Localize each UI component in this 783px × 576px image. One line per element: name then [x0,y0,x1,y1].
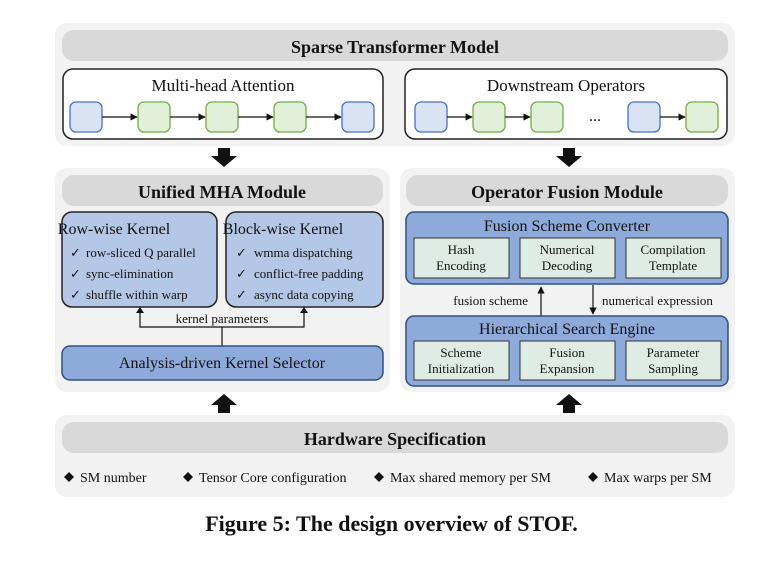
diamond-icon-2 [183,472,193,482]
fusion-scheme-converter-title: Fusion Scheme Converter [484,218,651,235]
kernel-parameters-connector [139,311,305,346]
ds-node-blue-1 [414,101,448,133]
mha-node-green-3 [273,101,307,133]
hardware-items: SM number Tensor Core configuration Max … [64,471,712,486]
ds-node-green-3 [685,101,719,133]
row-check-3: ✓ [70,287,81,302]
row-wise-kernel-title: Row-wise Kernel [58,221,171,238]
block-item-1: wmma dispatching [254,245,353,260]
fusion-expansion-line1: Fusion [549,345,585,360]
mha-node-green-2 [205,101,239,133]
row-check-2: ✓ [70,266,81,281]
row-item-1: row-sliced Q parallel [86,245,196,260]
search-sub-boxes: Scheme Initialization Fusion Expansion P… [413,340,722,381]
row-item-3: shuffle within warp [86,287,188,302]
fusion-expansion-line2: Expansion [540,361,595,376]
hardware-header [62,422,728,453]
ds-node-green-2 [530,101,564,133]
block-wise-kernel-title: Block-wise Kernel [223,221,344,238]
hash-encoding-box [413,237,510,279]
sparse-transformer-header [62,30,728,61]
parameter-sampling-line1: Parameter [647,345,700,360]
hardware-item-3: Max shared memory per SM [390,471,552,486]
down-arrow-right [556,148,582,167]
hardware-item-2: Tensor Core configuration [199,471,347,486]
kernel-parameters-arrowhead-left [136,307,144,313]
hash-encoding-line1: Hash [448,242,475,257]
parameter-sampling-line2: Sampling [648,361,698,376]
fusion-expansion-box [519,340,616,381]
kernel-selector-box [61,345,384,381]
scheme-initialization-line2: Initialization [428,361,495,376]
up-arrow-left [211,394,237,413]
converter-sub-boxes: Hash Encoding Numerical Decoding Compila… [413,237,722,279]
hierarchical-search-engine-title: Hierarchical Search Engine [479,321,655,338]
mha-node-blue-2 [341,101,375,133]
diamond-icon-3 [374,472,384,482]
row-check-1: ✓ [70,245,81,260]
compilation-template-box [625,237,722,279]
block-item-3: async data copying [254,287,354,302]
scheme-initialization-line1: Scheme [440,345,481,360]
block-item-2: conflict-free padding [254,266,364,281]
hardware-title: Hardware Specification [304,429,486,449]
row-item-2: sync-elimination [86,266,174,281]
compilation-template-line1: Compilation [641,242,707,257]
block-check-3: ✓ [236,287,247,302]
block-wise-kernel-box [225,211,384,308]
compilation-template-line2: Template [649,258,697,273]
parameter-sampling-box [625,340,722,381]
figure-caption: Figure 5: The design overview of STOF. [205,511,578,536]
ds-ellipsis: ... [589,108,601,125]
numerical-decoding-box [519,237,616,279]
fusion-scheme-label: fusion scheme [453,293,528,308]
numerical-decoding-line2: Decoding [542,258,593,273]
unified-mha-title: Unified MHA Module [138,182,306,202]
block-check-1: ✓ [236,245,247,260]
hardware-item-4: Max warps per SM [604,471,712,486]
mha-chain [69,101,375,133]
unified-mha-header [62,175,383,206]
ds-node-green-1 [472,101,506,133]
kernel-parameters-arrowhead-right [300,307,308,313]
row-wise-kernel-box [61,211,218,308]
downstream-title: Downstream Operators [487,76,645,95]
diamond-icon-4 [588,472,598,482]
down-arrow-left [211,148,237,167]
downstream-chain: ... [414,101,719,133]
numerical-decoding-line1: Numerical [540,242,595,257]
up-arrow-right [556,394,582,413]
ds-node-blue-2 [627,101,661,133]
row-wise-list: ✓ row-sliced Q parallel ✓ sync-eliminati… [70,245,196,302]
hardware-item-1: SM number [80,471,147,486]
block-check-2: ✓ [236,266,247,281]
sparse-transformer-title: Sparse Transformer Model [291,37,499,57]
diamond-icon-1 [64,472,74,482]
mha-node-blue-1 [69,101,103,133]
mha-node-green-1 [137,101,171,133]
scheme-initialization-box [413,340,510,381]
hash-encoding-line2: Encoding [436,258,486,273]
mha-title: Multi-head Attention [151,76,295,95]
operator-fusion-title: Operator Fusion Module [471,182,663,202]
block-wise-list: ✓ wmma dispatching ✓ conflict-free paddi… [236,245,364,302]
kernel-parameters-label: kernel parameters [176,311,269,326]
numerical-expression-label: numerical expression [602,293,713,308]
kernel-selector-label: Analysis-driven Kernel Selector [119,355,326,372]
operator-fusion-header [406,175,728,206]
